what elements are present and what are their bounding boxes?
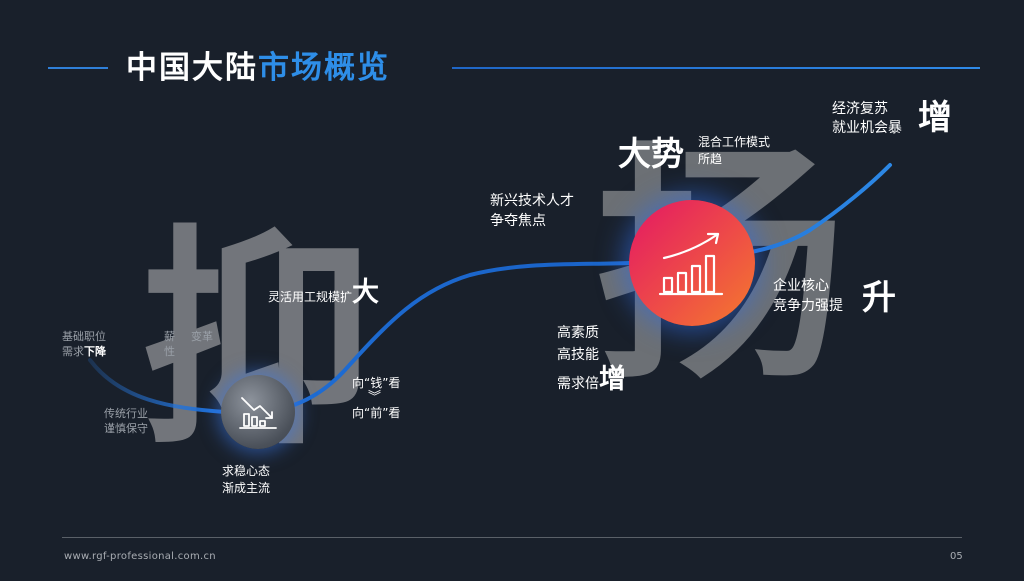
core-line1: 企业核心 <box>773 278 829 294</box>
basic-jobs-line2: 需求下降 <box>62 345 106 360</box>
core-big: 升 <box>862 278 896 318</box>
money-line1: 向“钱”看 <box>352 376 401 390</box>
boom-line1: 经济复苏 <box>832 101 888 117</box>
quality-line3: 需求倍增 <box>557 366 626 396</box>
label-trend: 混合工作模式 所趋 <box>698 134 770 169</box>
label-talent: 新兴技术人才 争夺焦点 <box>490 191 574 232</box>
basic-jobs-line1: 基础职位 <box>62 330 106 343</box>
title-rule-right <box>452 67 980 69</box>
title-part1: 中国大陆 <box>126 50 258 86</box>
label-partial: 薪 变革 性 <box>164 330 213 360</box>
label-traditional: 传统行业 谨慎保守 <box>104 407 148 437</box>
label-flexible: 灵活用工规模扩大 <box>268 275 379 311</box>
growth-circle <box>629 200 755 326</box>
quality-line2: 高技能 <box>557 346 599 363</box>
talent-line1: 新兴技术人才 <box>490 193 574 209</box>
trend-line1: 混合工作模式 <box>698 135 771 149</box>
title-rule-left <box>48 67 108 69</box>
partial-b: 变革 <box>191 330 213 343</box>
quality-line1: 高素质 <box>557 325 599 341</box>
core-line2: 竞争力强提 <box>773 298 843 315</box>
stable-line2: 渐成主流 <box>222 481 271 496</box>
label-basic-jobs: 基础职位 需求下降 <box>62 330 106 360</box>
page-number: 05 <box>950 551 963 562</box>
label-core: 企业核心 竞争力强提 <box>773 276 843 317</box>
quality-line3-text: 需求倍 <box>557 376 599 393</box>
trend-line2: 所趋 <box>698 152 723 167</box>
footer-divider <box>62 537 962 538</box>
double-chevron-down-icon: ︾ <box>368 390 382 406</box>
traditional-line2: 谨慎保守 <box>104 421 148 435</box>
label-quality: 高素质 高技能 需求倍增 <box>557 323 626 396</box>
quality-big: 增 <box>599 364 626 396</box>
label-stable: 求稳心态 渐成主流 <box>222 463 270 498</box>
partial-line2: 性 <box>164 344 175 358</box>
bar-chart-down-icon <box>239 397 277 429</box>
label-boom: 经济复苏 就业机会暴 <box>832 100 902 138</box>
footer-url: www.rgf-professional.com.cn <box>64 551 216 562</box>
traditional-line1: 传统行业 <box>104 407 148 420</box>
money-line2: 向“前”看 <box>352 405 401 420</box>
basic-jobs-line2-a: 需求 <box>62 344 84 358</box>
trend-big: 大势 <box>618 134 684 173</box>
label-money: 向“钱”看 ︾ 向“前”看 <box>352 376 400 420</box>
partial-line1: 薪 变革 <box>164 330 213 345</box>
flexible-prefix: 灵活用工规模扩 <box>268 290 353 304</box>
flexible-big: 大 <box>352 277 380 308</box>
stable-line1: 求稳心态 <box>222 464 271 478</box>
title-part2: 市场概览 <box>258 50 390 86</box>
partial-a: 薪 <box>164 330 175 343</box>
decline-circle <box>221 375 295 449</box>
page-title: 中国大陆市场概览 <box>126 48 390 88</box>
boom-big: 增 <box>918 98 952 138</box>
talent-line2: 争夺焦点 <box>490 213 546 230</box>
basic-jobs-down: 下降 <box>84 344 106 358</box>
bar-chart-up-icon <box>658 232 724 296</box>
boom-line2: 就业机会暴 <box>832 119 902 136</box>
